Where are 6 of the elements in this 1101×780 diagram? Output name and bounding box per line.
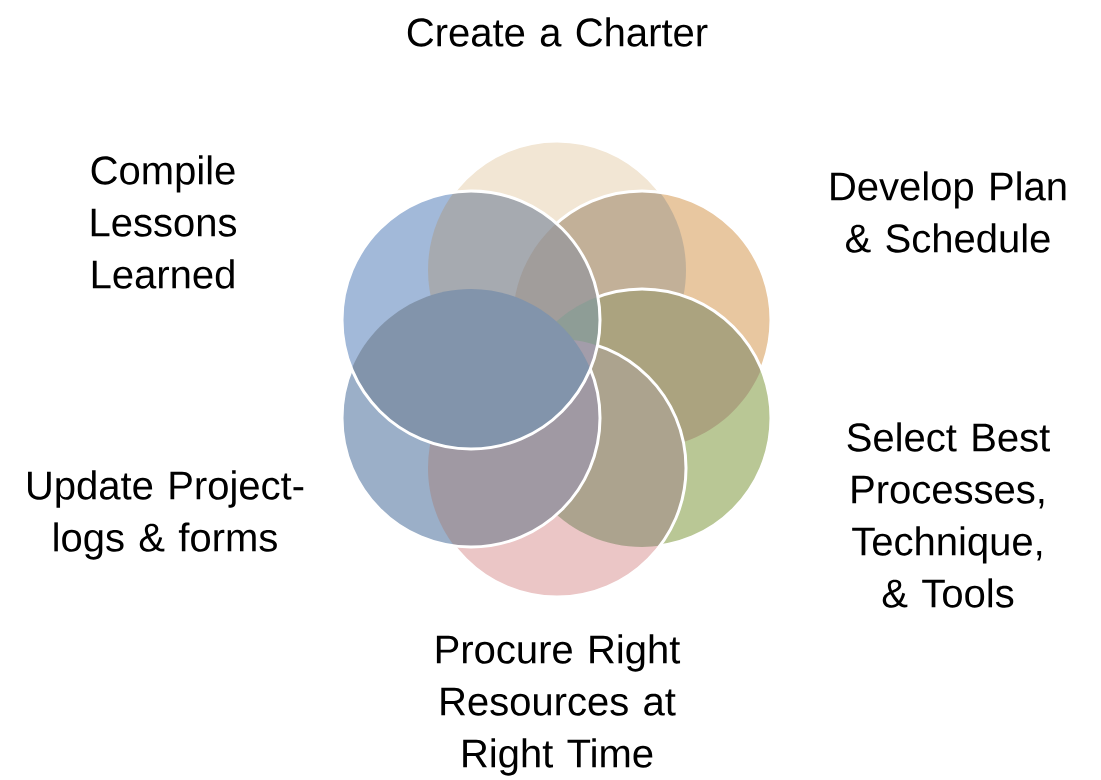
circle-label: Update Project-logs & forms [28,470,304,560]
circle-label: Compile Lessons Learned [91,155,236,289]
circle-label: Create a Charter [407,17,708,47]
circle-label: Select Best Processes, Technique, & Tools [847,422,1050,608]
circle-label: Develop Plan & Schedule [831,171,1066,253]
circle-label: Procure Right Resources at Right Time [436,634,681,776]
